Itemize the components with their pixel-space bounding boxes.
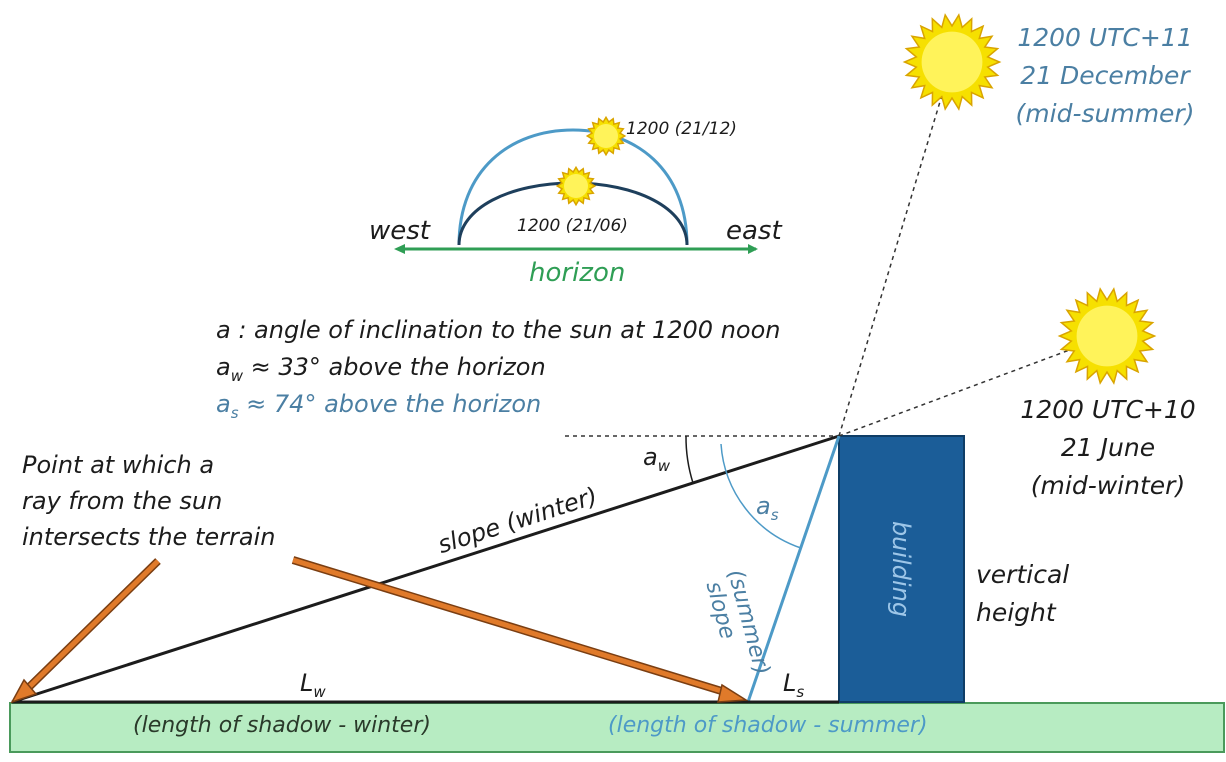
angle-w-label: aw — [643, 443, 671, 475]
angle-w-arc — [685, 435, 694, 484]
lw-label: Lw — [300, 669, 326, 701]
legend-line-2: aw ≈ 33° above the horizon — [216, 353, 546, 385]
summer-sun-path — [457, 128, 689, 246]
callout-line-1: Point at which a — [22, 451, 214, 479]
slope-summer-line — [746, 435, 841, 703]
ls-label: Ls — [783, 669, 804, 701]
legend-line-1: a : angle of inclination to the sun at 1… — [216, 316, 781, 344]
vertical-height-label-1: vertical — [976, 560, 1069, 589]
angle-s-label: as — [756, 492, 779, 524]
winter-sun-time: 1200 UTC+10 — [1020, 395, 1195, 424]
summer-sun-season: (mid-summer) — [1016, 99, 1195, 128]
summer-sun-date: 21 December — [1020, 61, 1191, 90]
shadow-summer-label: (length of shadow - summer) — [608, 713, 928, 738]
horizon-label: horizon — [529, 258, 625, 288]
winter-sun-date: 21 June — [1061, 433, 1155, 462]
winter-sun-season: (mid-winter) — [1031, 471, 1185, 500]
shadow-winter-label: (length of shadow - winter) — [133, 713, 431, 738]
vertical-height-label-2: height — [976, 598, 1057, 627]
summer-noon-label: 1200 (21/12) — [626, 119, 737, 139]
callout-line-2: ray from the sun — [22, 487, 222, 515]
suns-group — [555, 13, 1157, 385]
ray-to-summer-sun — [838, 61, 953, 437]
east-label: east — [726, 216, 782, 246]
callout-line-3: intersects the terrain — [22, 523, 275, 551]
winter-noon-label: 1200 (21/06) — [517, 216, 628, 236]
arrow-head-winter — [10, 678, 38, 704]
slope-winter-line — [11, 434, 840, 704]
angle-s-arc — [720, 443, 802, 549]
ground-strip — [9, 702, 1225, 753]
summer-sun-icon-core — [921, 31, 983, 93]
building-label: building — [887, 521, 915, 617]
inset-summer-sun-icon-core — [594, 124, 618, 148]
inset-winter-sun-icon-core — [564, 174, 588, 198]
winter-sun-icon-core — [1076, 305, 1138, 367]
west-label: west — [369, 216, 431, 246]
summer-sun-time: 1200 UTC+11 — [1017, 23, 1192, 52]
building-block — [838, 435, 965, 703]
legend-line-3: as ≈ 74° above the horizon — [216, 390, 541, 422]
arrow-head-summer — [717, 683, 749, 703]
